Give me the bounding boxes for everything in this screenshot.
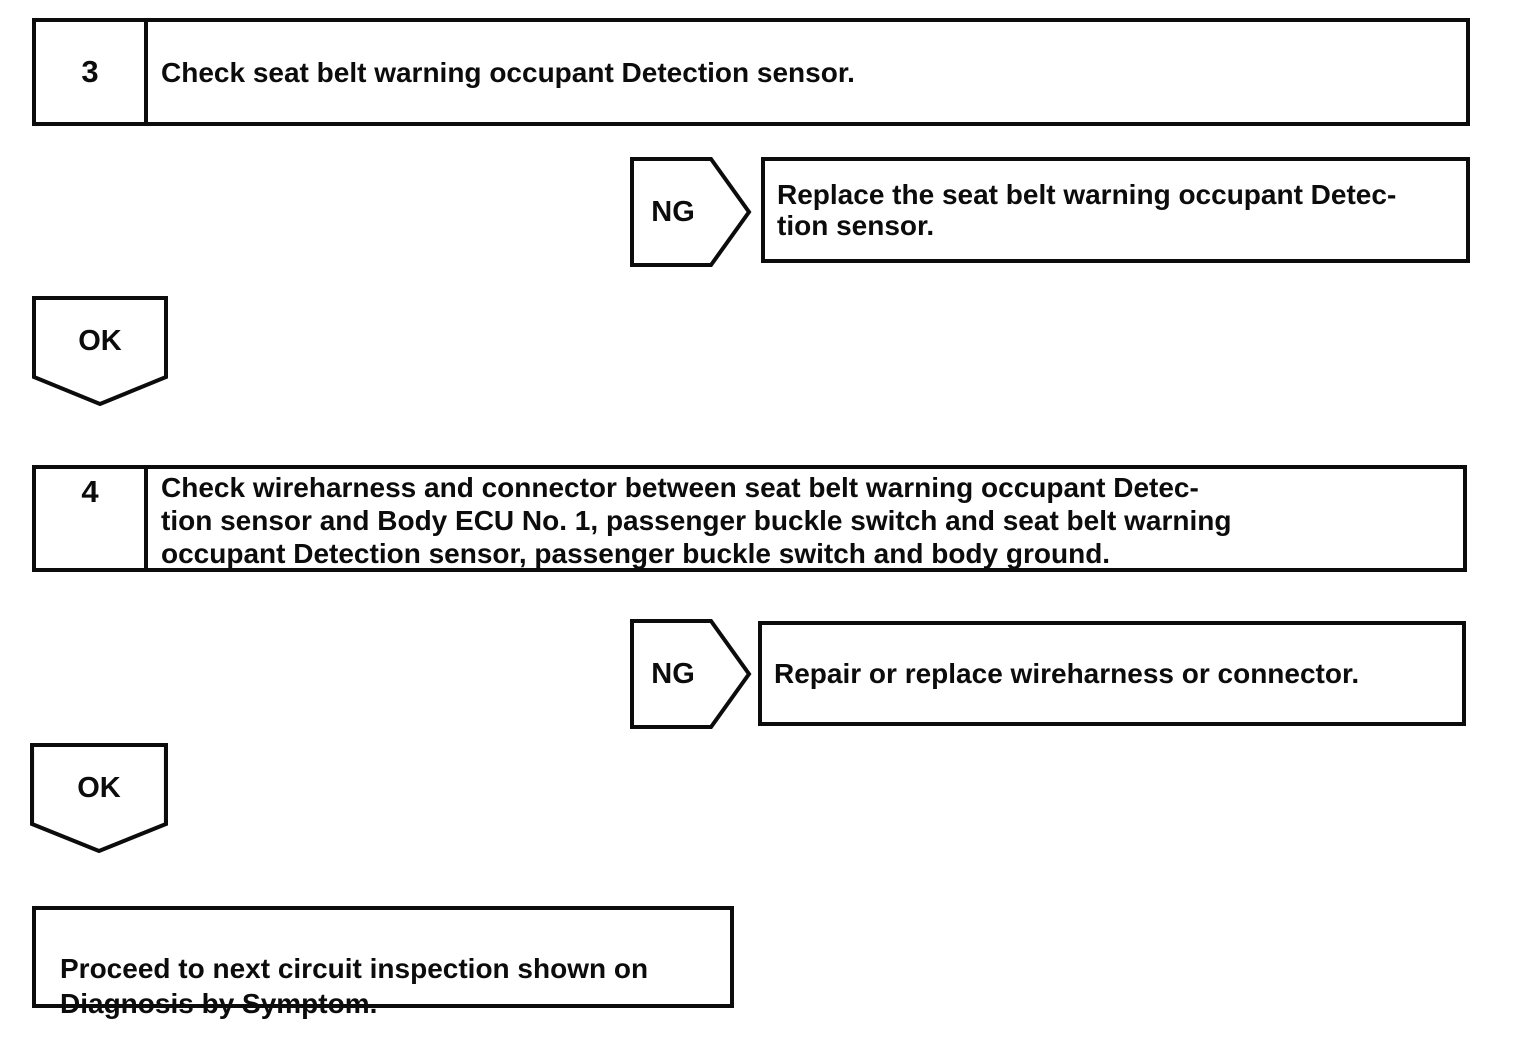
ok-connector-1: OK — [32, 296, 168, 406]
ng-connector-2: NG — [630, 619, 752, 729]
ok-arrow-pentagon-icon — [32, 296, 168, 406]
step-3-instruction: Check seat belt warning occupant Detecti… — [161, 56, 855, 88]
step-number: 3 — [81, 54, 99, 89]
ng-result-text: Repair or replace wireharness or connect… — [774, 658, 1360, 689]
ok-arrow-pentagon-icon — [30, 743, 168, 853]
ng-label: NG — [651, 657, 695, 690]
step-3-box: 3 Check seat belt warning occupant Detec… — [32, 18, 1470, 126]
final-action-box: Proceed to next circuit inspection shown… — [32, 906, 734, 1019]
ng-arrow-pentagon-icon — [630, 619, 752, 729]
ok-connector-2: OK — [30, 743, 168, 853]
step-4-box: 4 Check wireharness and connector betwee… — [32, 465, 1467, 572]
ng-arrow-pentagon-icon — [630, 157, 752, 267]
ok-label: OK — [78, 324, 122, 357]
ng-result-box-2: Repair or replace wireharness or connect… — [758, 621, 1466, 726]
step-3-number-cell: 3 — [36, 22, 148, 122]
ok-label: OK — [77, 771, 121, 804]
ng-connector-1: NG — [630, 157, 752, 267]
ng-label: NG — [651, 195, 695, 228]
final-action-text: Proceed to next circuit inspection shown… — [60, 953, 649, 1019]
step-number: 4 — [81, 474, 99, 509]
step-4-number-cell: 4 — [36, 469, 148, 568]
step-4-instruction: Check wireharness and connector between … — [161, 472, 1232, 569]
ng-result-text: Replace the seat belt warning occupant D… — [777, 179, 1397, 241]
ng-result-box-1: Replace the seat belt warning occupant D… — [761, 157, 1470, 263]
